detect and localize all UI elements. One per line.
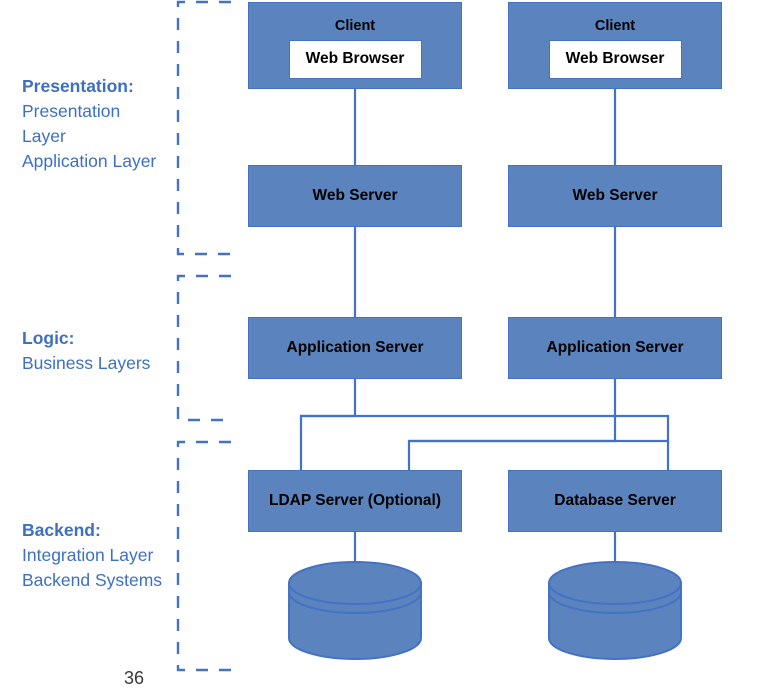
group-heading-logic: Logic: [22,328,75,348]
node-application-server-left: Application Server [248,317,462,379]
bracket-presentation [176,0,231,256]
page-number: 36 [124,668,145,688]
node-application-server-right-label: Application Server [546,339,684,356]
connector-app-right-to-ldap [407,379,617,471]
node-web-server-right-label: Web Server [572,187,658,204]
database-store-cylinder [548,561,682,660]
node-client-right-title: Client [594,17,636,34]
group-heading-presentation: Presentation: [22,76,134,96]
node-web-browser-left: Web Browser [288,39,422,79]
group-line-logic-1: Business Layers [22,353,151,373]
node-client-left: Client Web Browser [248,2,462,89]
group-heading-backend: Backend: [22,520,101,540]
node-database-server-label: Database Server [554,492,676,509]
connector-app-left-bus-right [301,414,670,471]
node-application-server-right: Application Server [508,317,722,379]
connector-app-left-to-db [299,379,357,471]
node-ldap-server-label: LDAP Server (Optional) [269,492,441,509]
node-application-server-left-label: Application Server [286,339,424,356]
group-line-backend-2: Backend Systems [22,570,163,590]
group-line-presentation-3: Application Layer [22,151,157,171]
group-line-backend-1: Integration Layer [22,545,154,565]
node-web-browser-right: Web Browser [548,39,682,79]
bracket-backend [176,440,231,672]
group-line-presentation-1: Presentation [22,101,121,121]
bracket-logic [176,274,231,422]
node-web-browser-left-label: Web Browser [305,50,405,67]
group-label-backend: Backend: Integration Layer Backend Syste… [22,518,162,593]
node-ldap-server: LDAP Server (Optional) [248,470,462,532]
node-web-browser-right-label: Web Browser [565,50,665,67]
node-database-server: Database Server [508,470,722,532]
ldap-store-cylinder [288,561,422,660]
node-web-server-left: Web Server [248,165,462,227]
group-line-presentation-2: Layer [22,126,66,146]
node-web-server-right: Web Server [508,165,722,227]
node-web-server-left-label: Web Server [312,187,398,204]
group-label-logic: Logic: Business Layers [22,326,150,376]
group-label-presentation: Presentation: Presentation Layer Applica… [22,74,156,174]
node-client-right: Client Web Browser [508,2,722,89]
node-client-left-title: Client [334,17,376,34]
